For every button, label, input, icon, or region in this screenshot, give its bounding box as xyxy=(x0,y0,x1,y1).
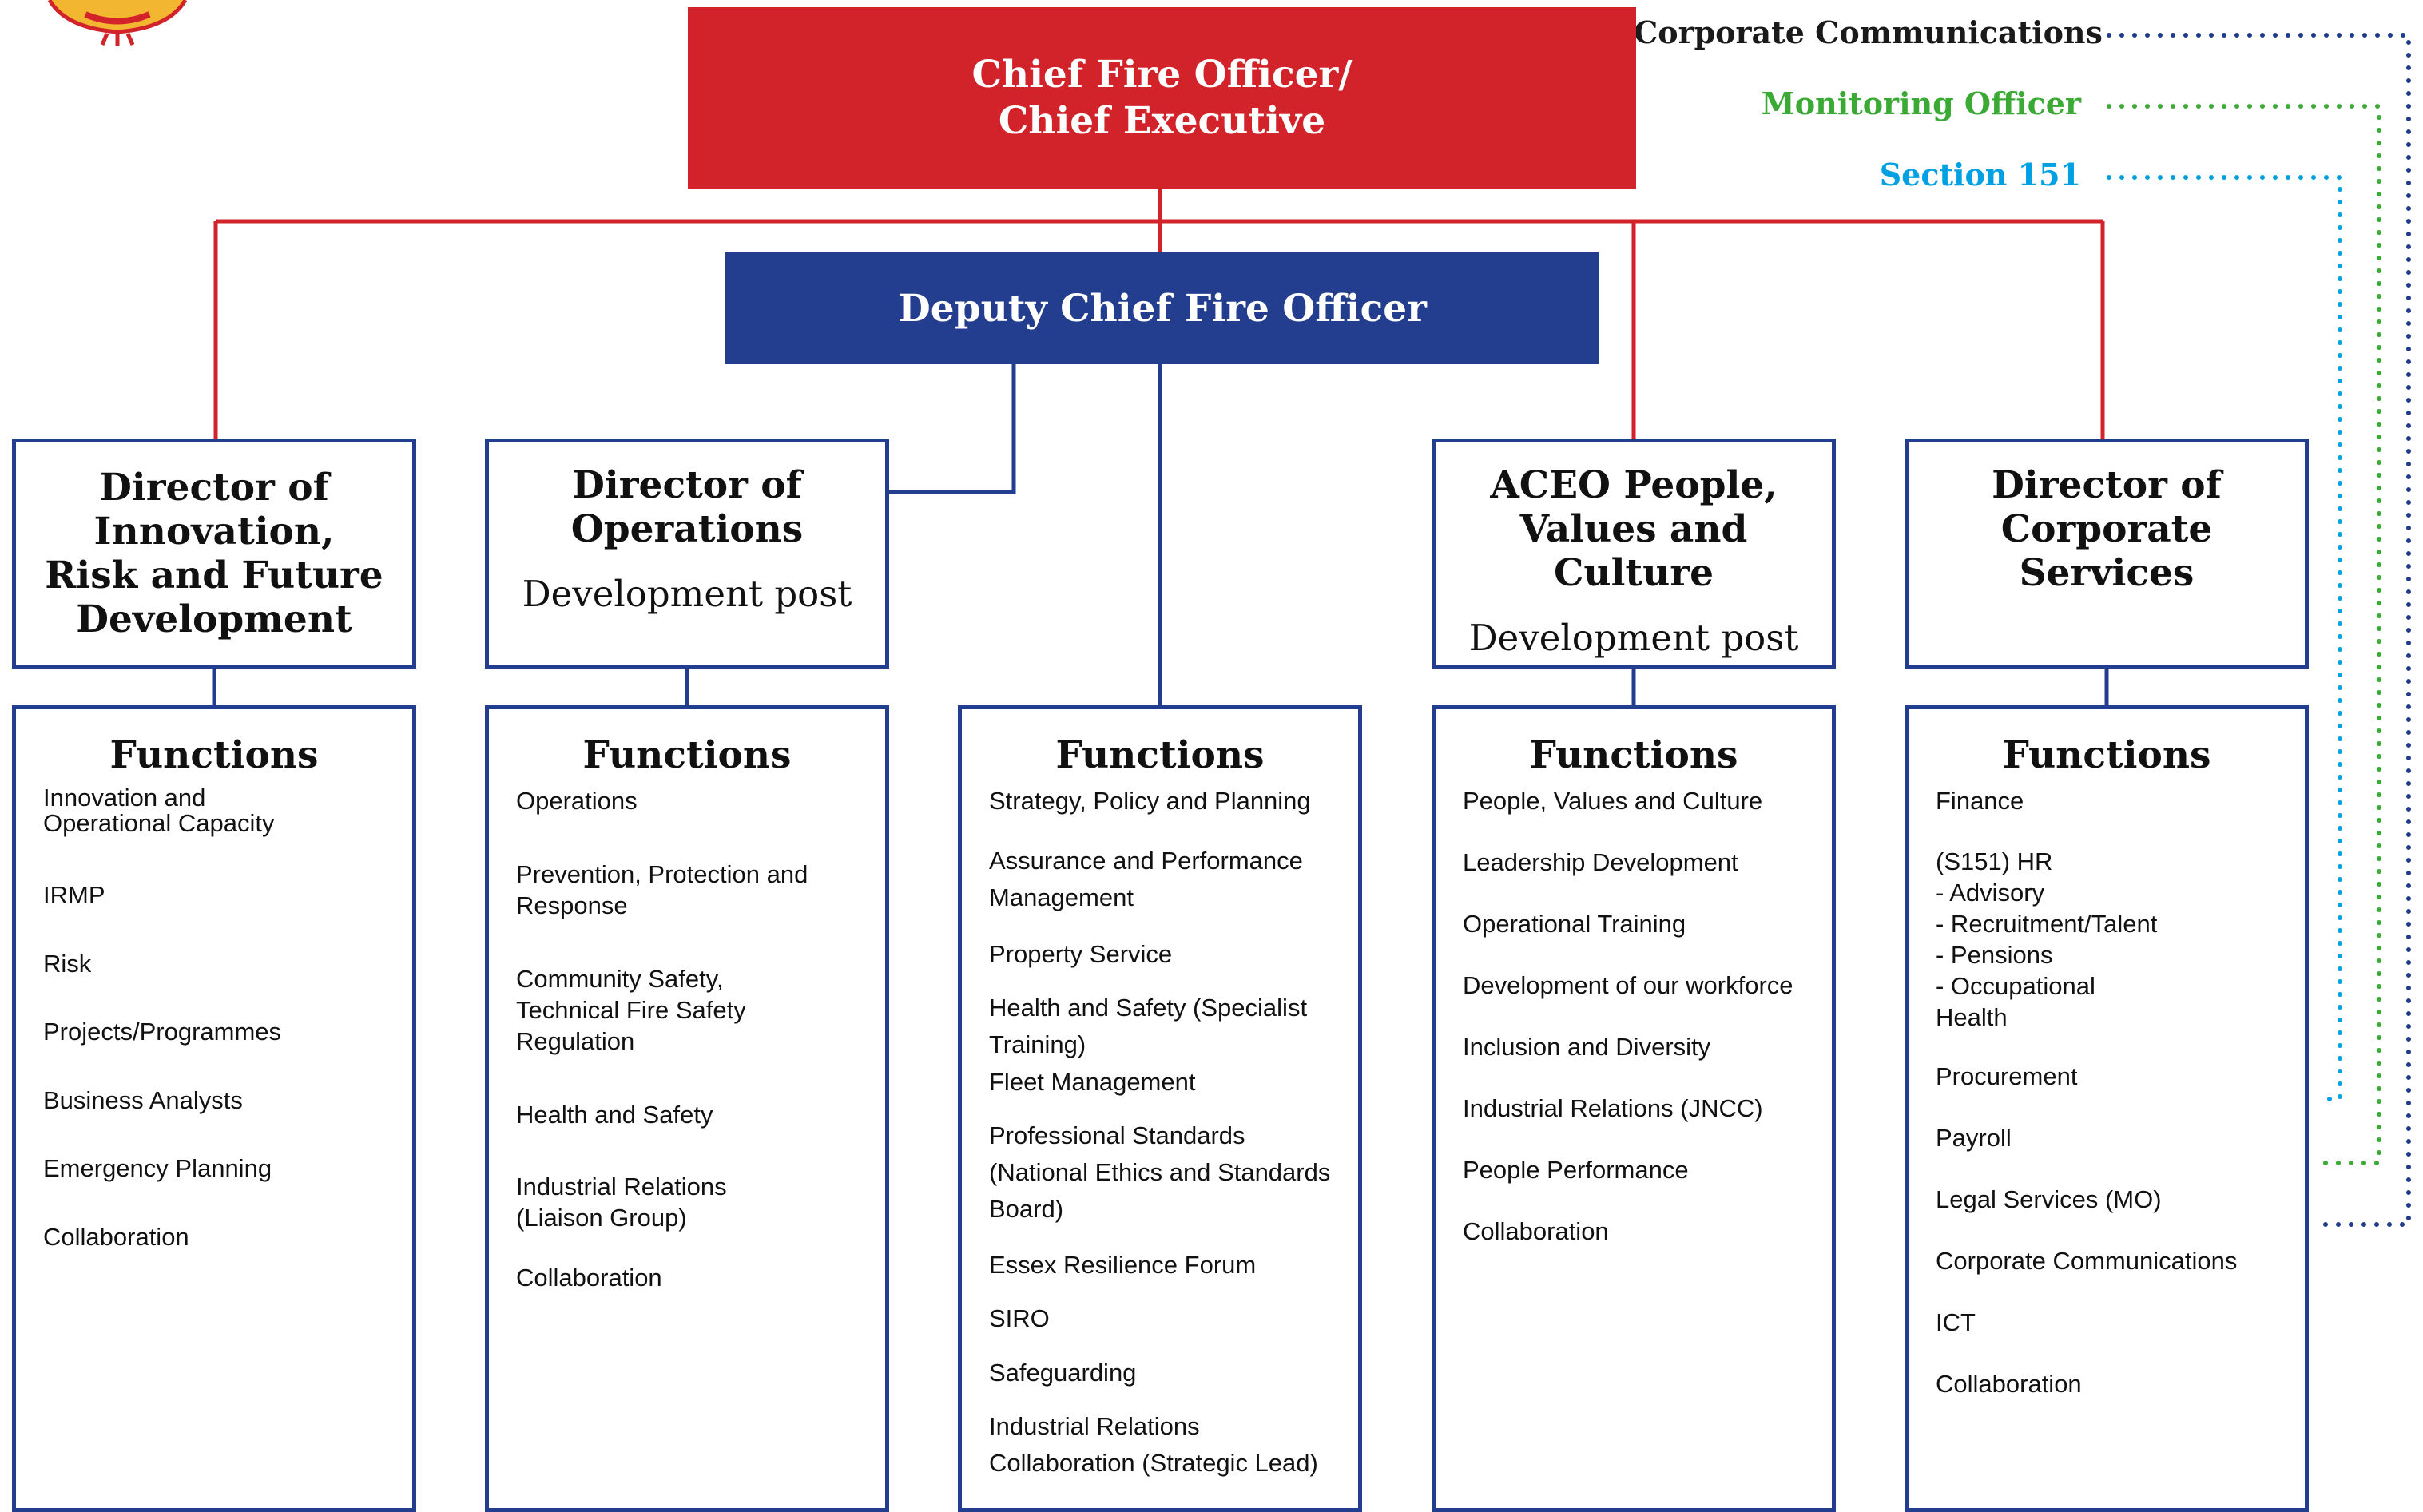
function-item: Industrial Relations (Liaison Group) xyxy=(516,1173,727,1232)
function-item: Projects/Programmes xyxy=(43,1018,282,1046)
function-item: Finance xyxy=(1936,787,2024,815)
function-item: IRMP xyxy=(43,881,105,909)
function-item: Business Analysts xyxy=(43,1086,243,1114)
function-item: ICT xyxy=(1936,1308,1976,1336)
function-item: Procurement xyxy=(1936,1062,2078,1090)
function-item: Collaboration xyxy=(43,1223,189,1251)
function-item: Operational Training xyxy=(1463,910,1686,938)
development-post-note: Development post xyxy=(522,573,852,615)
functions-box-people: Functions People, Values and Culture Lea… xyxy=(1432,705,1836,1512)
director-title-line: Development xyxy=(76,597,352,641)
director-innovation-box: Director of Innovation, Risk and Future … xyxy=(12,439,416,669)
function-item: Legal Services (MO) xyxy=(1936,1185,2162,1213)
functions-heading: Functions xyxy=(109,733,319,777)
chief-title-line-1: Chief Fire Officer/ xyxy=(971,52,1353,97)
director-title-line: Director of xyxy=(572,463,802,507)
chief-title-line-2: Chief Executive xyxy=(998,98,1326,143)
director-title-line: Innovation, xyxy=(93,510,335,554)
function-item: Industrial Relations xyxy=(989,1412,1200,1440)
chief-fire-officer-box: Chief Fire Officer/ Chief Executive xyxy=(688,7,1636,189)
director-corporate-services-box: Director of Corporate Services xyxy=(1905,439,2309,669)
function-item: Leadership Development xyxy=(1463,848,1738,876)
function-item: Assurance and Performance Management xyxy=(989,847,1303,911)
function-item: Health and Safety (Specialist Training) xyxy=(989,994,1308,1058)
function-item: Emergency Planning xyxy=(43,1154,272,1182)
function-item: Fleet Management xyxy=(989,1068,1196,1096)
functions-box-operations: Functions Operations Prevention, Protect… xyxy=(485,705,889,1512)
functions-heading: Functions xyxy=(582,733,792,777)
corporate-communications-label: Corporate Communications xyxy=(1634,14,2103,50)
function-item: (S151) HR - Advisory - Recruitment/Talen… xyxy=(1936,847,2158,1031)
function-item: Health and Safety xyxy=(516,1101,713,1129)
function-item: Prevention, Protection and Response xyxy=(516,860,808,919)
function-item: Innovation and Operational Capacity xyxy=(43,784,275,837)
aceo-people-box: ACEO People, Values and Culture Developm… xyxy=(1432,439,1836,669)
function-item: SIRO xyxy=(989,1304,1050,1332)
functions-box-deputy: Functions Strategy, Policy and Planning … xyxy=(958,705,1362,1512)
director-operations-box: Director of Operations Development post xyxy=(485,439,889,669)
director-title-line: Director of xyxy=(1992,463,2222,507)
deputy-title: Deputy Chief Fire Officer xyxy=(898,286,1427,331)
function-item: Development of our workforce xyxy=(1463,971,1793,999)
director-title-line: Services xyxy=(2019,551,2195,595)
function-item: Community Safety, Technical Fire Safety … xyxy=(516,965,746,1055)
development-post-note: Development post xyxy=(1468,617,1799,659)
section-151-label: Section 151 xyxy=(1879,157,2081,192)
function-item: Industrial Relations (JNCC) xyxy=(1463,1094,1763,1122)
director-title-line: Director of xyxy=(99,466,329,510)
function-item: Payroll xyxy=(1936,1124,2012,1152)
function-item: Safeguarding xyxy=(989,1359,1137,1387)
function-item: Collaboration xyxy=(516,1264,662,1292)
function-item: Strategy, Policy and Planning xyxy=(989,787,1311,815)
function-item: Corporate Communications xyxy=(1936,1247,2238,1275)
functions-heading: Functions xyxy=(2002,733,2211,777)
director-title-line: Risk and Future xyxy=(45,554,383,597)
director-title-line: Corporate xyxy=(2000,507,2213,551)
functions-box-corporate: Functions Finance (S151) HR - Advisory -… xyxy=(1905,705,2309,1512)
functions-heading: Functions xyxy=(1529,733,1738,777)
director-title-line: ACEO People, xyxy=(1490,463,1778,507)
function-item: Essex Resilience Forum xyxy=(989,1251,1257,1279)
function-item: Professional Standards (National Ethics … xyxy=(989,1121,1331,1223)
fire-service-logo xyxy=(47,0,188,46)
function-item: Risk xyxy=(43,950,92,978)
director-title-line: Operations xyxy=(570,507,804,551)
function-item: People, Values and Culture xyxy=(1463,787,1763,815)
function-item: Operations xyxy=(516,787,638,815)
function-item: Collaboration (Strategic Lead) xyxy=(989,1449,1318,1477)
function-item: Collaboration xyxy=(1936,1370,2082,1398)
function-item: Collaboration xyxy=(1463,1217,1609,1245)
function-item: Property Service xyxy=(989,940,1173,968)
function-item: People Performance xyxy=(1463,1156,1689,1184)
functions-heading: Functions xyxy=(1055,733,1265,777)
monitoring-officer-label: Monitoring Officer xyxy=(1761,85,2081,121)
deputy-chief-fire-officer-box: Deputy Chief Fire Officer xyxy=(725,252,1599,364)
director-title-line: Values and Culture xyxy=(1519,507,1748,595)
functions-box-innovation: Functions Innovation and Operational Cap… xyxy=(12,705,416,1512)
function-item: Inclusion and Diversity xyxy=(1463,1033,1711,1061)
